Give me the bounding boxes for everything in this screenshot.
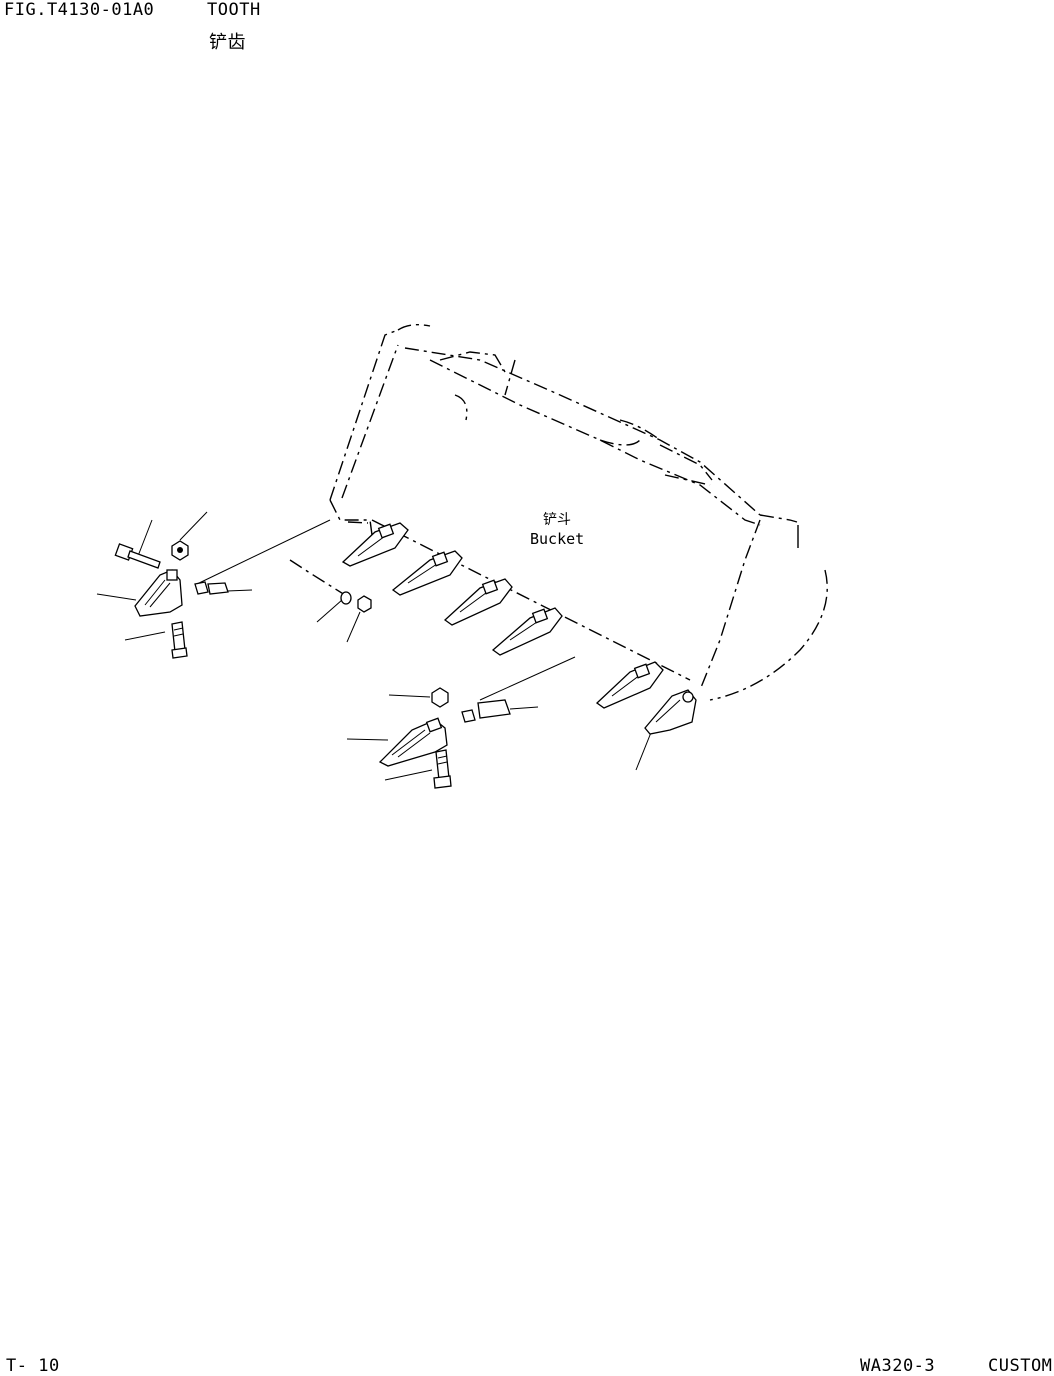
bucket-label: Bucket (530, 530, 584, 548)
washer-nut-middle (340, 591, 372, 613)
figure-code: FIG.T4130-01A0 (4, 0, 155, 20)
page-number: T- 10 (6, 1356, 60, 1376)
figure-title-cn: 铲齿 (209, 32, 246, 53)
tooth-adapter-left (134, 569, 183, 617)
bucket-teeth (341, 522, 697, 735)
nut-bottom (431, 687, 449, 708)
leader-lines (96, 511, 653, 781)
plow-bolt-bottom (433, 749, 452, 789)
edition-label: CUSTOM (988, 1356, 1053, 1376)
pin-retainer-bottom (461, 699, 511, 723)
bucket-outline (329, 323, 828, 701)
model-number: WA320-3 (860, 1356, 936, 1376)
bolt-part (114, 543, 161, 569)
nut-part (171, 540, 189, 561)
tooth-adapter-bottom (378, 717, 448, 767)
bucket-label-cn: 铲斗 (543, 512, 571, 528)
figure-title: TOOTH (207, 0, 261, 20)
plow-bolt-left (171, 621, 188, 659)
pin-retainer-left (194, 581, 229, 595)
